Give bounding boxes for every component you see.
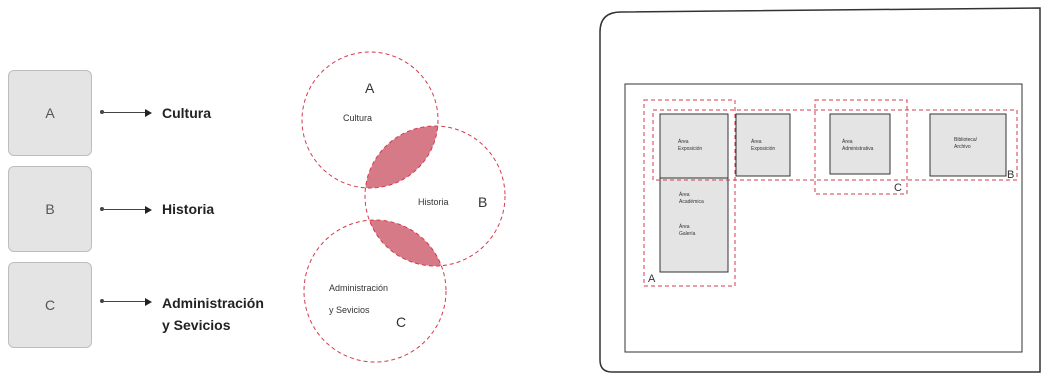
venn-letter-c: C	[396, 314, 406, 330]
room-academica-galeria	[659, 177, 729, 273]
room-label: Área	[679, 223, 690, 230]
venn-overlap-bc	[365, 220, 446, 266]
zone-c	[814, 99, 908, 195]
zone-b	[652, 109, 1018, 181]
plan-outer-frame	[599, 7, 1041, 373]
room-label: Académica	[679, 199, 704, 205]
legend-label-historia: Historia	[162, 201, 215, 217]
legend-arrow-b	[100, 205, 152, 215]
room-label: Administrativa	[842, 146, 874, 152]
zone-letter-c: C	[894, 182, 902, 194]
venn-circle-b	[364, 125, 506, 267]
room-biblioteca	[929, 113, 1007, 177]
venn-letter-b: B	[478, 194, 487, 210]
venn-letter-a: A	[365, 80, 375, 96]
legend-arrow-a	[100, 108, 152, 118]
legend-key-a: A	[8, 70, 92, 156]
legend-key-b: B	[8, 166, 92, 252]
plan-inner-frame	[624, 83, 1023, 353]
room-label: Exposición	[751, 146, 775, 152]
venn-circle-c	[303, 219, 447, 363]
room-label: Galería	[679, 231, 696, 237]
venn-label-servicios: y Sevicios	[329, 305, 370, 315]
legend-label-administracion: Administración y Sevicios	[162, 292, 264, 336]
legend-key-letter: B	[45, 201, 55, 217]
room-label: Exposición	[678, 146, 702, 152]
legend-arrow-c	[100, 297, 152, 307]
legend-label-cultura: Cultura	[162, 105, 211, 121]
legend-key-letter: C	[44, 297, 56, 313]
legend-key-c: C	[8, 262, 92, 348]
venn-label-administracion: Administración	[329, 283, 388, 293]
room-exposicion-1	[659, 113, 729, 179]
venn-overlap-ab	[365, 126, 438, 188]
room-label: Área	[751, 138, 762, 145]
room-label: Área	[678, 138, 689, 145]
venn-label-historia: Historia	[418, 197, 449, 207]
zone-a	[643, 99, 736, 287]
room-administrativa	[829, 113, 891, 175]
room-exposicion-2	[735, 113, 791, 177]
legend-label-line: Administración	[162, 295, 264, 311]
venn-circle-a	[301, 51, 439, 189]
room-label: Archivo	[954, 144, 971, 150]
zone-letter-a: A	[648, 273, 656, 285]
legend-label-line: y Sevicios	[162, 317, 231, 333]
room-label: Área	[679, 191, 690, 198]
zone-letter-b: B	[1007, 169, 1014, 181]
venn-label-cultura: Cultura	[343, 113, 372, 123]
legend-key-letter: A	[45, 105, 55, 121]
room-label: Biblioteca/	[954, 137, 978, 143]
room-label: Área	[842, 138, 853, 145]
